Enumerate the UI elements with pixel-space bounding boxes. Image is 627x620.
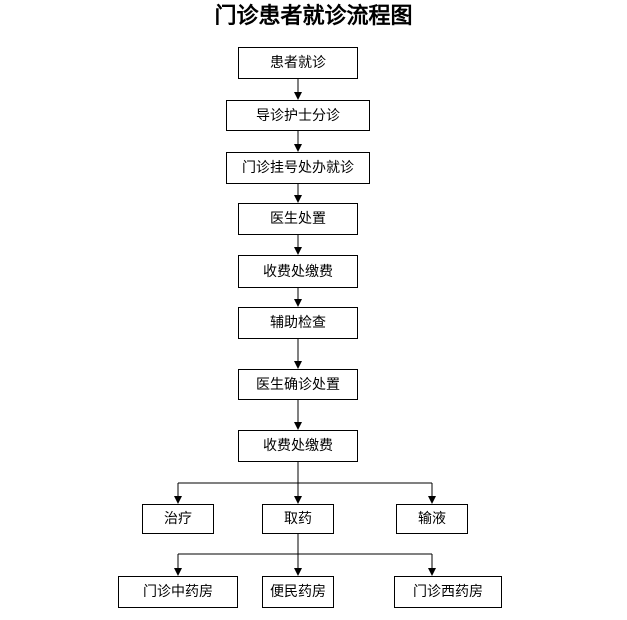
step-payment-1: 收费处缴费 [238,255,358,288]
branch-treatment: 治疗 [142,504,214,534]
step-patient-visit: 患者就诊 [238,47,358,79]
step-doctor-treatment: 医生处置 [238,203,358,235]
pharmacy-chinese-medicine: 门诊中药房 [118,576,238,608]
pharmacy-western-medicine: 门诊西药房 [394,576,502,608]
step-arrows [294,79,302,430]
branch-infusion: 输液 [396,504,468,534]
step-auxiliary-exam: 辅助检查 [238,307,358,339]
step-doctor-diagnosis: 医生确诊处置 [238,369,358,400]
pharmacy-split [174,534,436,576]
branch-split [174,462,436,504]
step-payment-2: 收费处缴费 [238,430,358,462]
pharmacy-convenience: 便民药房 [262,576,334,608]
branch-dispense-medicine: 取药 [262,504,334,534]
diagram-title: 门诊患者就诊流程图 [214,3,413,29]
step-registration: 门诊挂号处办就诊 [226,152,370,184]
step-triage-nurse: 导诊护士分诊 [226,100,370,131]
